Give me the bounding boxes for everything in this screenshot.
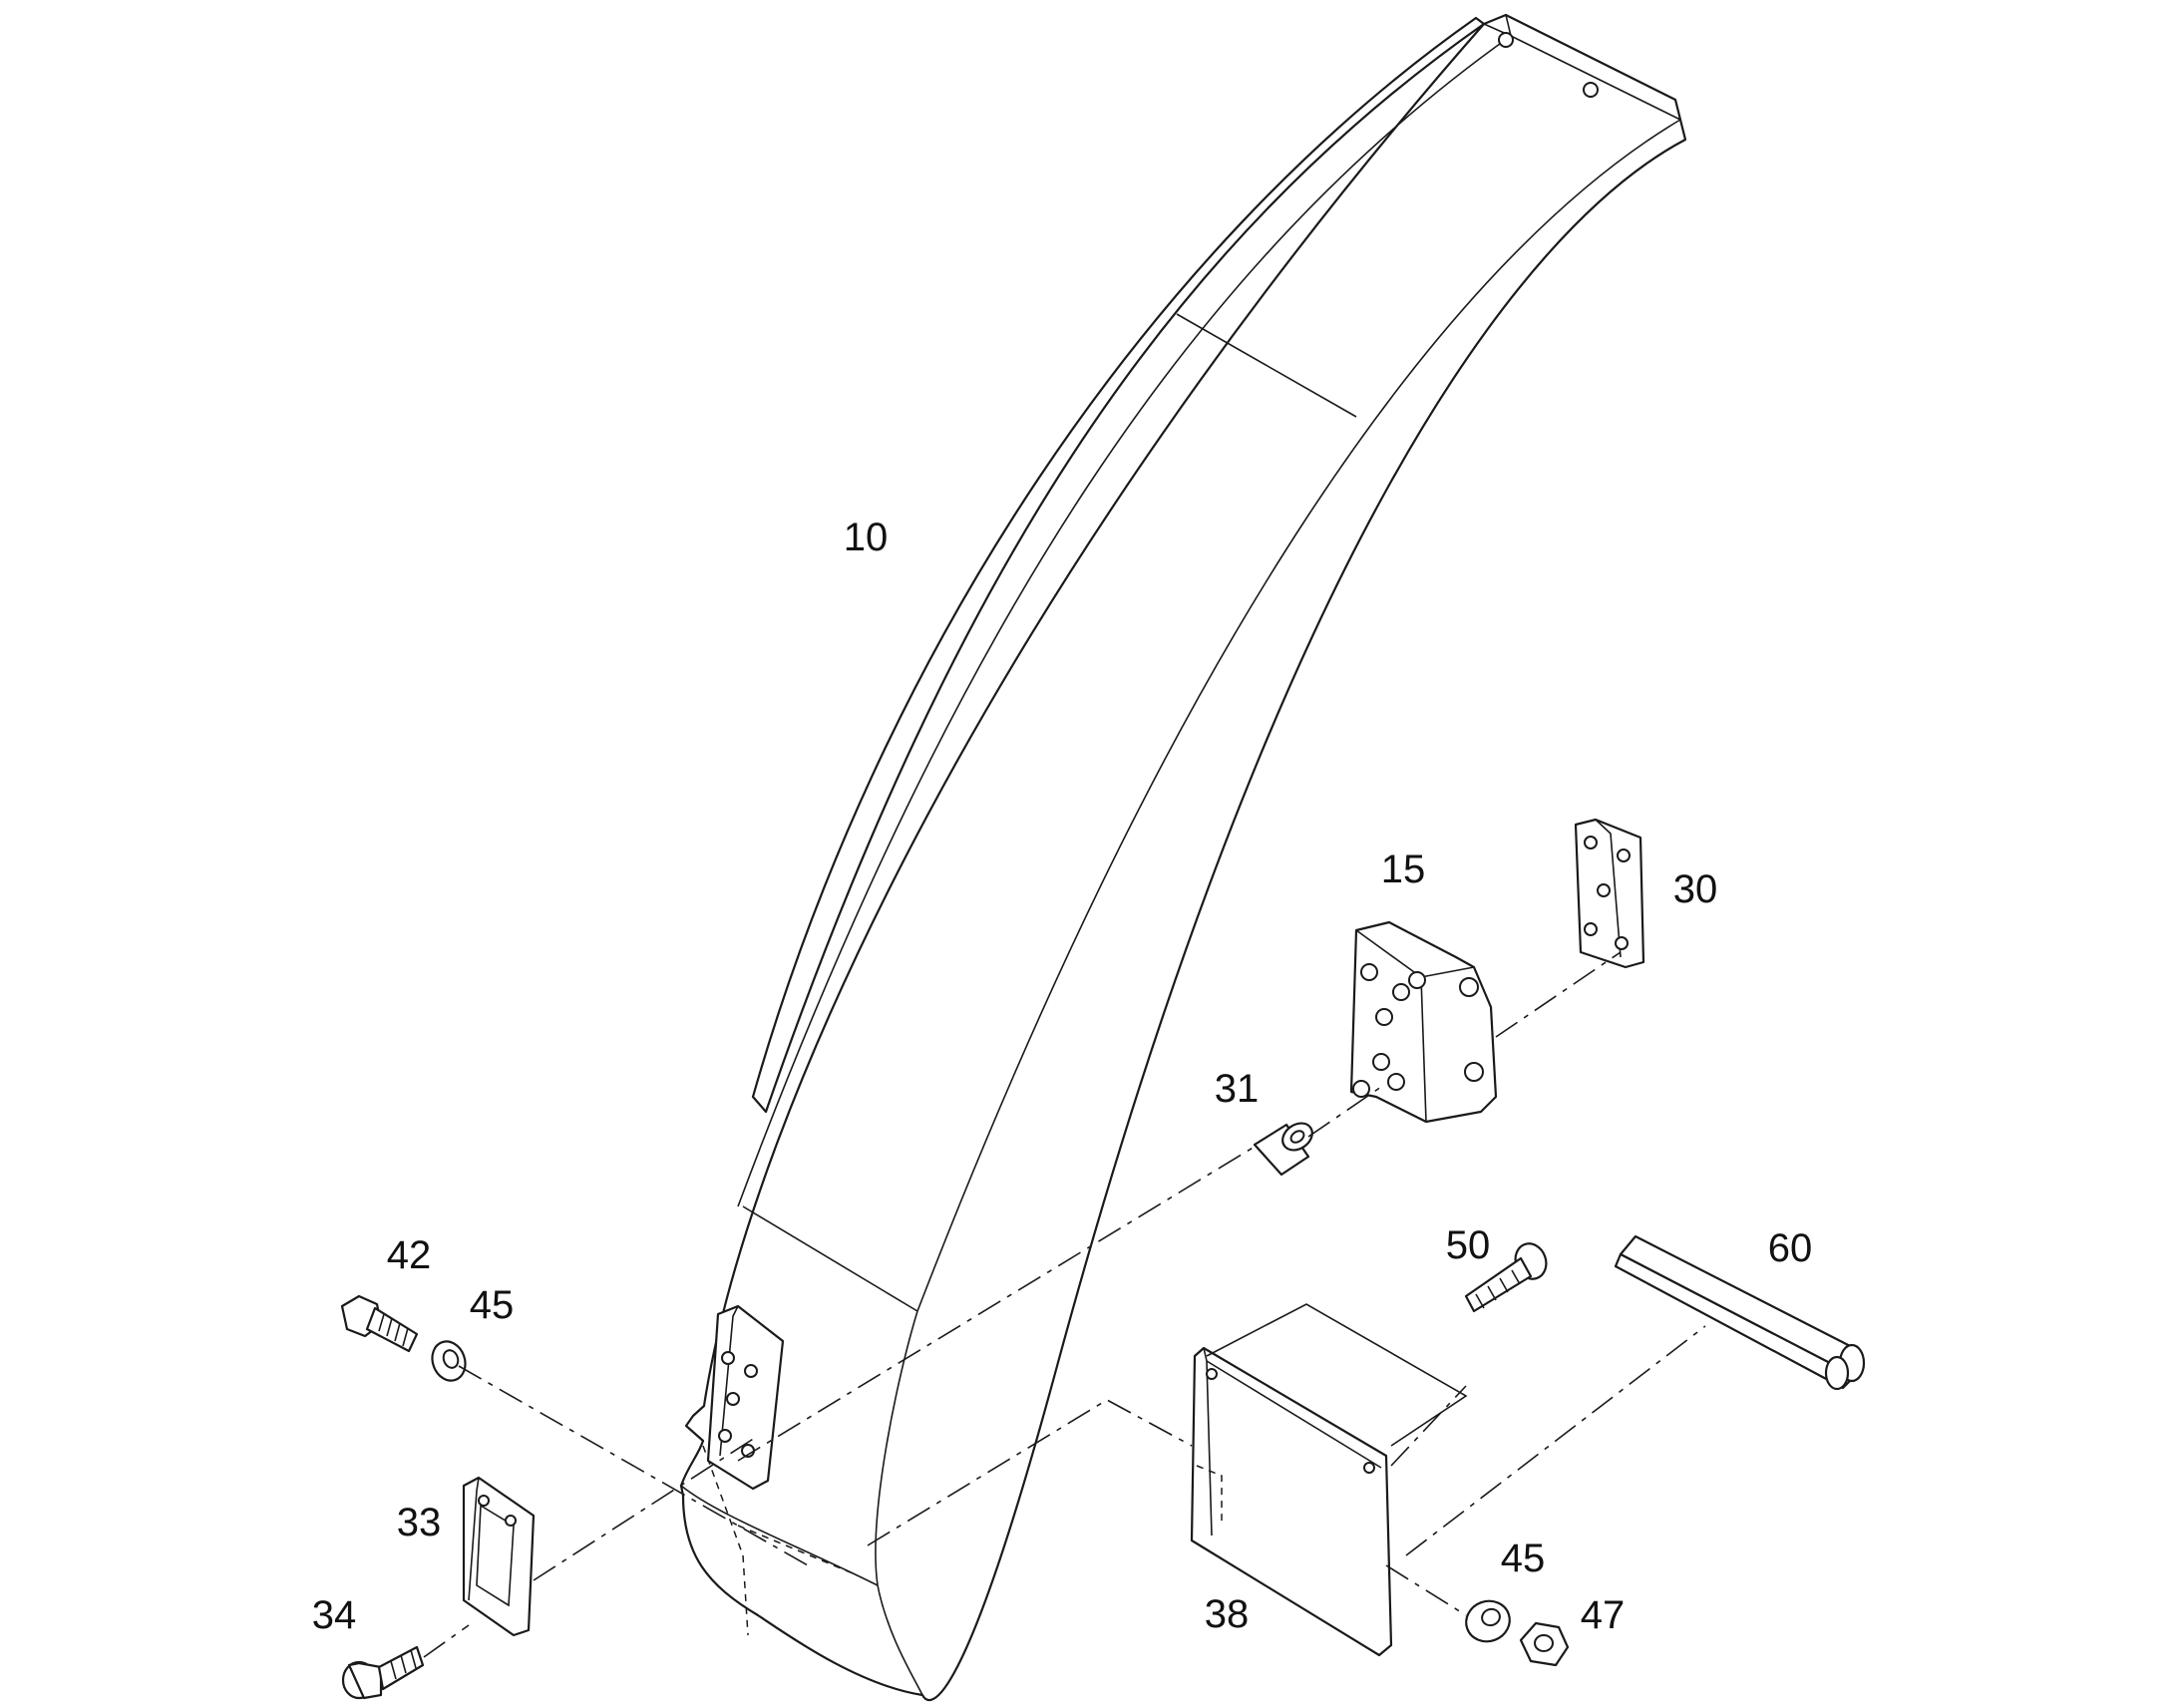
corner-bracket-part-15: [1349, 920, 1498, 1124]
label-part-31: 31: [1215, 1067, 1260, 1111]
plate-part-33: [462, 1476, 536, 1637]
plate-part-30: [1574, 818, 1645, 969]
fender-part-10: [679, 13, 1687, 1702]
washer-part-45-right: [1465, 1599, 1511, 1643]
spacer-part-31: [1253, 1122, 1313, 1177]
label-part-30: 30: [1673, 867, 1718, 911]
label-part-10: 10: [844, 515, 889, 559]
assembly-lines: [423, 951, 1706, 1658]
label-part-45-right: 45: [1501, 1537, 1546, 1580]
label-part-15: 15: [1381, 848, 1426, 891]
hex-bolt-part-42: [340, 1294, 419, 1353]
label-part-47: 47: [1581, 1593, 1626, 1637]
washer-part-45-left: [431, 1340, 467, 1382]
socket-bolt-part-34: [341, 1645, 425, 1700]
label-part-45-left: 45: [470, 1283, 515, 1327]
hex-nut-part-47: [1519, 1621, 1570, 1667]
label-part-38: 38: [1205, 1592, 1250, 1636]
callout-labels: 10 15 30 31 33 34 38 42 45 45 47 50 60: [312, 515, 1813, 1637]
screw-part-50: [1464, 1242, 1548, 1313]
label-part-42: 42: [387, 1233, 432, 1277]
label-part-60: 60: [1768, 1226, 1813, 1270]
label-part-33: 33: [397, 1501, 442, 1544]
label-part-50: 50: [1446, 1223, 1491, 1267]
plate-holder-part-38: [1190, 1346, 1393, 1657]
label-part-34: 34: [312, 1593, 357, 1637]
profile-part-60: [1614, 1234, 1866, 1391]
